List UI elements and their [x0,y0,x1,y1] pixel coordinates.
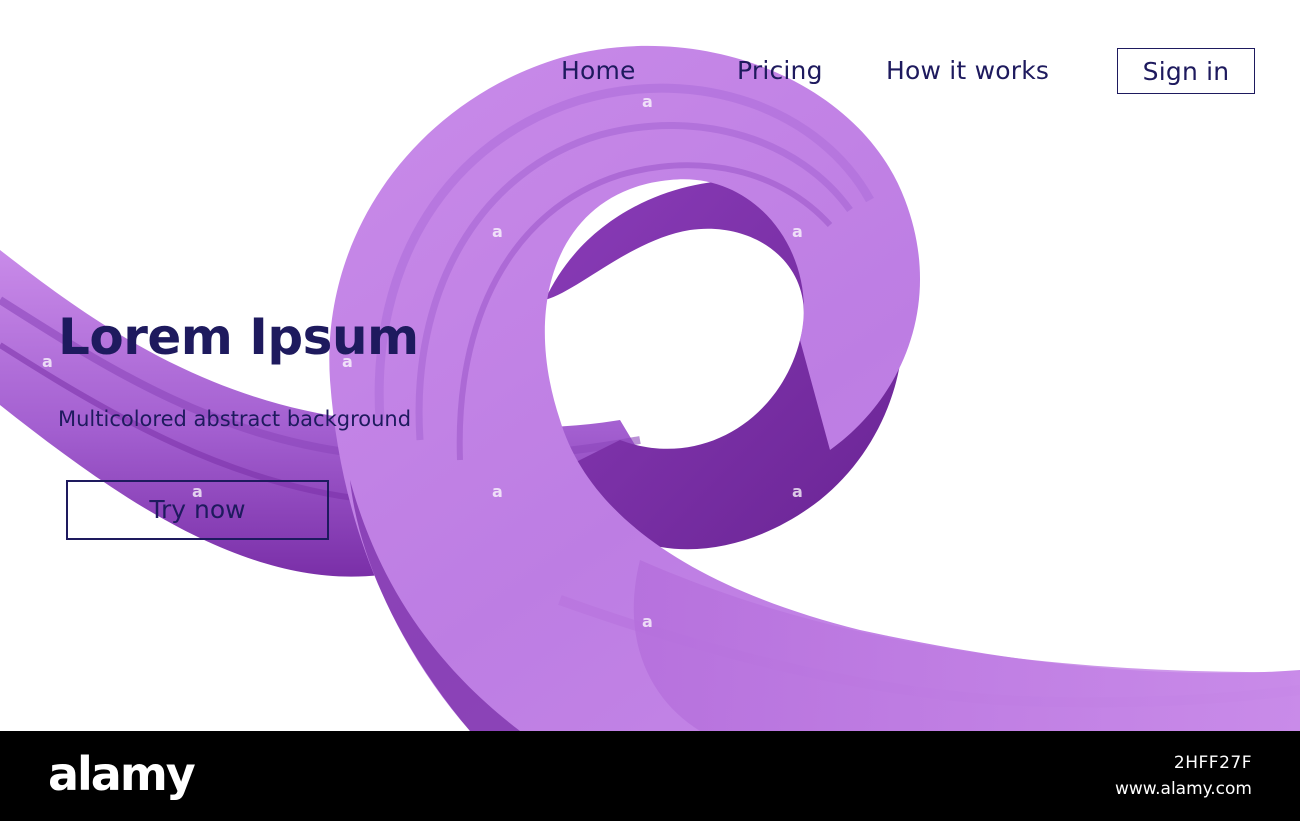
alamy-logo: alamy [48,747,196,801]
watermark-glyph: a [792,222,803,241]
hero-section: a a a a a a a a a a Home Pricing How it … [0,46,1300,731]
abstract-swirl-graphic [0,46,1300,731]
nav-link-pricing[interactable]: Pricing [737,56,823,85]
watermark-glyph: a [642,92,653,111]
stock-footer-bar: alamy 2HFF27F www.alamy.com [0,731,1300,821]
watermark-glyph: a [642,612,653,631]
watermark-glyph: a [792,482,803,501]
watermark-glyph: a [688,370,699,389]
hero-headline: Lorem Ipsum [58,308,419,366]
image-id: 2HFF27F [1173,753,1252,773]
try-now-button[interactable]: Try now [66,480,329,540]
watermark-glyph: a [492,222,503,241]
site-url: www.alamy.com [1114,779,1252,799]
watermark-glyph: a [492,482,503,501]
top-navigation: Home Pricing How it works Sign in [0,48,1300,96]
watermark-glyph: a [42,352,53,371]
watermark-glyph: a [342,352,353,371]
sign-in-button[interactable]: Sign in [1117,48,1255,94]
hero-subtitle: Multicolored abstract background [58,407,412,431]
nav-link-how-it-works[interactable]: How it works [886,56,1050,85]
nav-link-home[interactable]: Home [561,56,636,85]
watermark-glyph: a [192,482,203,501]
